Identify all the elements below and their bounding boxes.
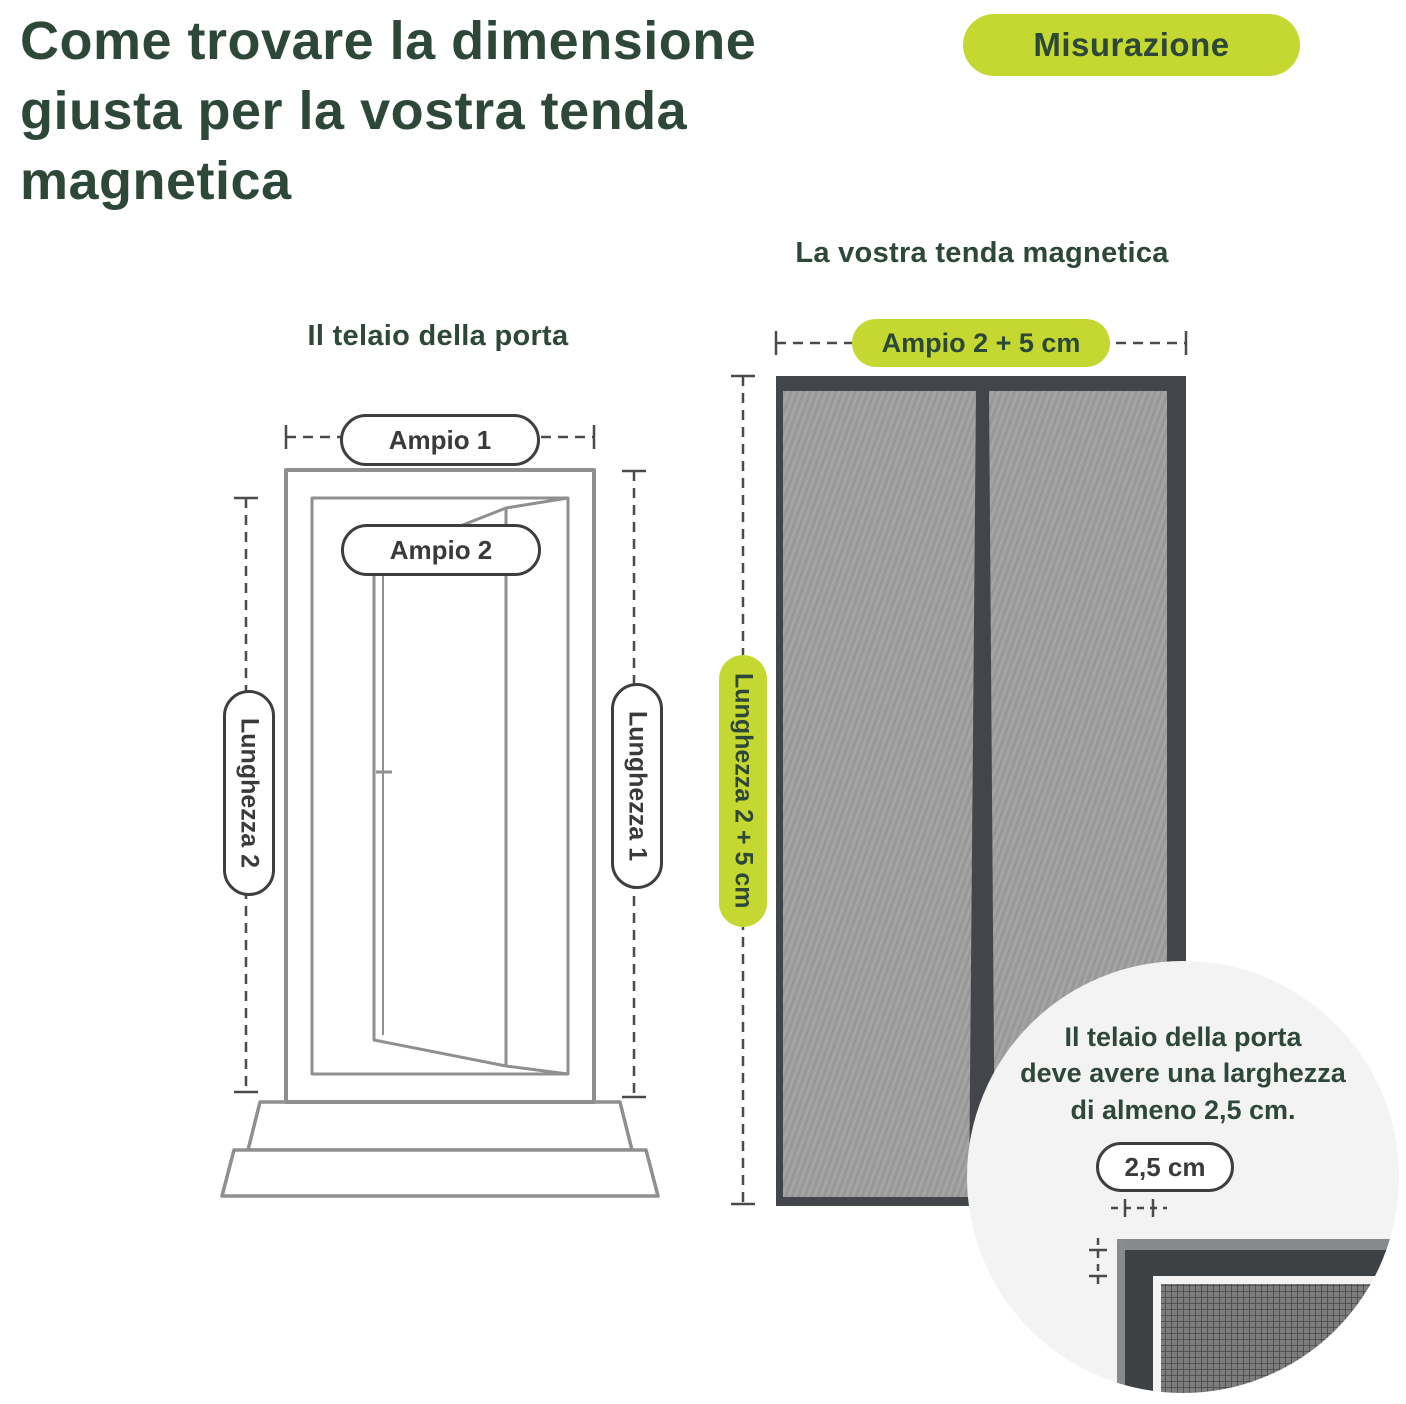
frame-top-bevel <box>1117 1239 1399 1250</box>
misurazione-badge: Misurazione <box>963 14 1300 76</box>
detail-note: Il telaio della porta deve avere una lar… <box>967 1019 1399 1128</box>
frame-left-bevel <box>1117 1239 1125 1393</box>
curtain-length-label: Lunghezza 2 + 5 cm <box>729 673 758 909</box>
door-step-1 <box>246 1100 634 1152</box>
frame-top-bar <box>1125 1250 1399 1276</box>
door-diagram-title: Il telaio della porta <box>307 320 569 352</box>
page-title-line: giusta per la vostra tenda <box>20 81 688 142</box>
page-title-line: magnetica <box>20 151 292 212</box>
lunghezza1-pill: Lunghezza 1 <box>611 683 663 889</box>
lunghezza2-label: Lunghezza 2 <box>235 717 264 868</box>
door-panel <box>372 506 508 1068</box>
detail-measure-lines <box>1089 1199 1167 1288</box>
door-step-2 <box>220 1148 660 1198</box>
detail-note-line: di almeno 2,5 cm. <box>1070 1094 1296 1125</box>
ampio2-pill: Ampio 2 <box>341 524 541 576</box>
curtain-diagram-title: La vostra tenda magnetica <box>795 237 1169 269</box>
page-title: Come trovare la dimensione giusta per la… <box>20 6 920 217</box>
lunghezza1-label: Lunghezza 1 <box>623 710 652 861</box>
detail-note-line: deve avere una larghezza <box>1020 1058 1346 1089</box>
curtain-length-pill: Lunghezza 2 + 5 cm <box>719 655 767 927</box>
curtain-width-pill: Ampio 2 + 5 cm <box>852 319 1110 367</box>
lunghezza2-pill: Lunghezza 2 <box>223 690 275 896</box>
page-title-line: Come trovare la dimensione <box>20 11 757 71</box>
detail-measure-pill: 2,5 cm <box>1096 1142 1234 1192</box>
door-swing-lines <box>505 496 569 1076</box>
ampio1-pill: Ampio 1 <box>340 414 540 466</box>
curtain-center-split <box>969 391 995 1197</box>
frame-corner-artwork <box>1089 1199 1399 1393</box>
detail-note-line: Il telaio della porta <box>1064 1022 1302 1052</box>
frame-corner-detail <box>1117 1239 1399 1393</box>
detail-mesh <box>1161 1284 1399 1393</box>
frame-left-bar <box>1125 1250 1153 1393</box>
door-frame-drawing <box>220 468 660 1198</box>
detail-circle: Il telaio della porta deve avere una lar… <box>967 961 1399 1393</box>
